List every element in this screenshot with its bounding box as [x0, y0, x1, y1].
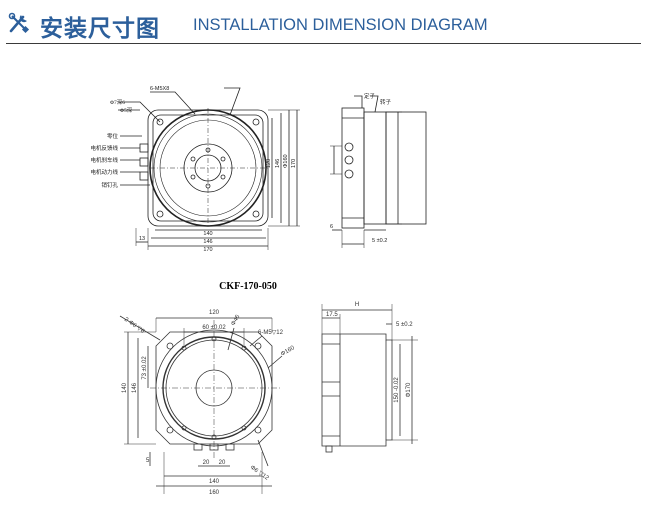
- label-pin-hole: 销钉孔: [101, 181, 118, 189]
- label-stator: 定子: [364, 92, 376, 100]
- dim-dia6-top: 2-Φ6 ▽6: [123, 317, 146, 336]
- dim-ofs: 13: [139, 236, 145, 242]
- tools-icon: [8, 12, 30, 34]
- title-en: INSTALLATION DIMENSION DIAGRAM: [193, 16, 488, 34]
- dim-side-6: 6: [330, 224, 333, 230]
- dim-dia46: Φ46: [231, 314, 242, 327]
- dim-H: H: [355, 302, 359, 308]
- dim-146-left: 146: [132, 382, 138, 393]
- flange-outline: [155, 331, 273, 445]
- label-feedback: 电机反馈线: [90, 144, 118, 152]
- front-view-flange: [147, 109, 269, 227]
- label-zero: 零位: [107, 132, 119, 140]
- dim-h146: 146: [275, 159, 281, 168]
- dim-140-bottom: 140: [209, 479, 220, 485]
- dim-side-5: 5 ±0.2: [372, 238, 387, 244]
- section-header: 安装尺寸图 INSTALLATION DIMENSION DIAGRAM: [0, 0, 653, 46]
- dim-73: 73 ±0.02: [142, 356, 148, 380]
- side-body: [321, 333, 393, 447]
- dim-side-5: 5 ±0.2: [396, 322, 413, 328]
- label-holes: 6-M5X8: [150, 86, 169, 92]
- dim-holes: 6-M5▽12: [258, 330, 284, 336]
- dim-150: 150 -0.02: [394, 377, 400, 403]
- dim-dia160: Φ160: [280, 345, 296, 358]
- dim-h170: 170: [291, 159, 297, 168]
- side-view-stator: [341, 107, 365, 229]
- dim-140-left: 140: [122, 382, 128, 393]
- dim-20a: 20: [203, 460, 210, 466]
- dim-5: 5: [146, 458, 150, 464]
- dim-17-5: 17.5: [326, 312, 338, 318]
- dim-h160: Φ160: [283, 154, 289, 168]
- label-rotor: 转子: [380, 98, 392, 106]
- dim-h120: 120: [266, 159, 272, 168]
- dim-w146: 146: [203, 239, 212, 245]
- dim-w140: 140: [203, 231, 212, 237]
- title-cn: 安装尺寸图: [40, 16, 160, 42]
- dim-120: 120: [209, 310, 220, 316]
- dim-160-bottom: 160: [209, 490, 220, 496]
- label-power: 电机动力线: [90, 168, 118, 176]
- model-label: CKF-170-050: [219, 281, 277, 292]
- label-top-bolt: Φ5深: [120, 106, 133, 114]
- dim-60: 60 ±0.02: [202, 325, 226, 331]
- dim-dia6-bot: Φ6 ▽12: [249, 465, 270, 482]
- label-brake: 电机刹车线: [90, 156, 118, 164]
- label-dowel: Φ7深6: [110, 98, 125, 106]
- dim-w170: 170: [203, 247, 212, 253]
- header-rule: [6, 43, 641, 44]
- dim-dia170: Φ170: [406, 382, 412, 397]
- dim-20b: 20: [219, 460, 226, 466]
